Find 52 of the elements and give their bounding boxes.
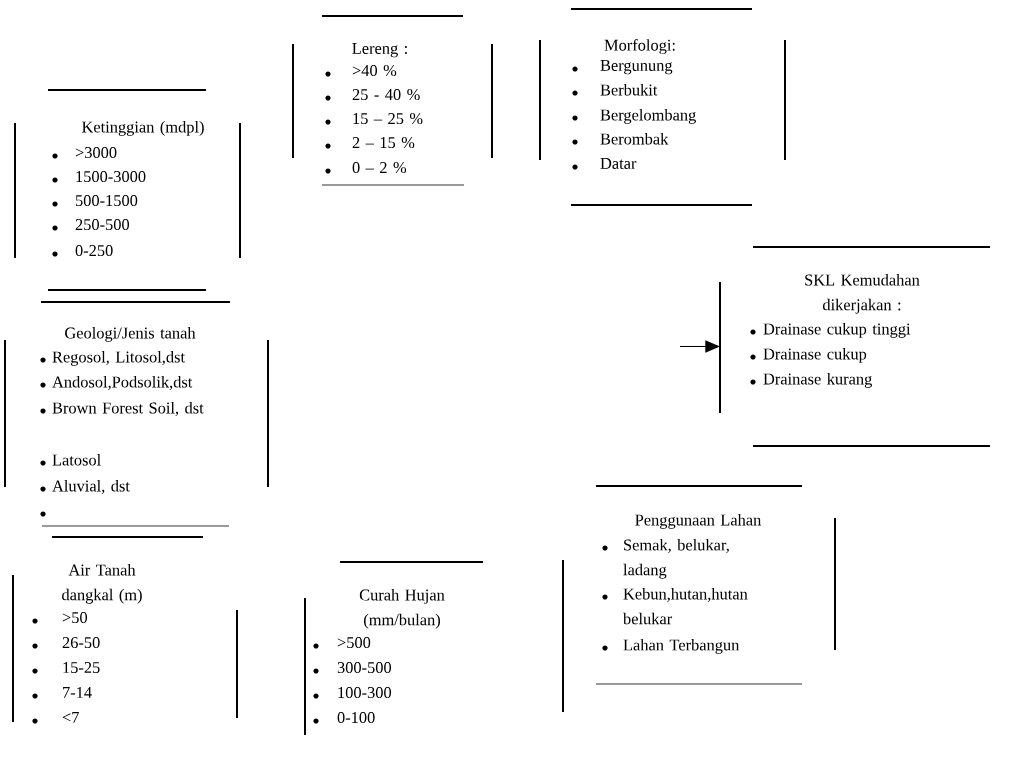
list-item: 100-300	[338, 687, 392, 699]
list-item: 250-500	[75, 219, 130, 231]
heading-text: Ketinggian (mdpl)	[82, 121, 204, 136]
list-item: >3000	[75, 147, 117, 159]
list-item: >500	[337, 637, 371, 649]
list-box	[12, 574, 238, 723]
heading-text: Curah Hujan (mm/bulan)	[359, 589, 445, 629]
heading-text: Morfologi:	[604, 39, 675, 55]
list-item: Datar	[600, 158, 637, 169]
list-item: Latosol	[52, 454, 101, 466]
list-item: <7	[62, 712, 79, 723]
list-item: 500-1500	[75, 195, 138, 207]
list-item: 1500-3000	[76, 171, 146, 183]
list-item: Brown Forest Soil, dst	[52, 402, 204, 416]
list-box	[292, 15, 493, 186]
list-item: >50	[62, 612, 88, 624]
heading-text: Air Tanah dangkal (m)	[62, 564, 142, 604]
list-box	[4, 301, 269, 538]
list-item: Drainase cukup tinggi	[763, 323, 911, 338]
heading-text: Penggunaan Lahan	[635, 514, 762, 529]
list-item: 0-250	[75, 245, 113, 257]
list-box	[539, 8, 786, 206]
list-box	[562, 485, 836, 713]
list-item: Andosol,Podsolik,dst	[52, 376, 193, 390]
list-item: 2 – 15 %	[352, 137, 415, 149]
list-item: Bergunung	[600, 60, 673, 75]
list-item: Drainase cukup	[763, 348, 867, 363]
list-item: 25 - 40 %	[352, 89, 420, 101]
list-item: 0 – 2 %	[352, 162, 407, 174]
arrow	[679, 340, 720, 353]
list-item: 15 – 25 %	[353, 113, 423, 125]
list-item: Berombak	[600, 133, 669, 145]
list-item: Berbukit	[600, 84, 658, 96]
list-item: Bergelombang	[600, 109, 696, 124]
list-box	[719, 246, 991, 447]
list-item: 0-100	[337, 712, 375, 724]
list-box	[14, 89, 241, 291]
list-item: >40 %	[352, 65, 397, 77]
list-item: 7-14	[63, 687, 92, 698]
list-item: Semak, belukar, ladang	[623, 539, 729, 579]
list-item: Drainase kurang	[763, 373, 872, 388]
list-box	[304, 561, 484, 736]
list-item: Kebun,hutan,hutan belukar	[623, 588, 748, 625]
heading-text: Lereng :	[352, 43, 407, 58]
list-item: 300-500	[337, 662, 392, 674]
list-item: Aluvial, dst	[52, 480, 130, 494]
heading-text: Geologi/Jenis tanah	[65, 327, 196, 342]
list-item: 26-50	[62, 637, 100, 649]
list-item: 15-25	[63, 662, 100, 673]
list-item: Regosol, Litosol,dst	[52, 351, 185, 366]
heading-text: SKL Kemudahan dikerjakan :	[805, 274, 920, 314]
list-item: Lahan Terbangun	[623, 639, 740, 654]
